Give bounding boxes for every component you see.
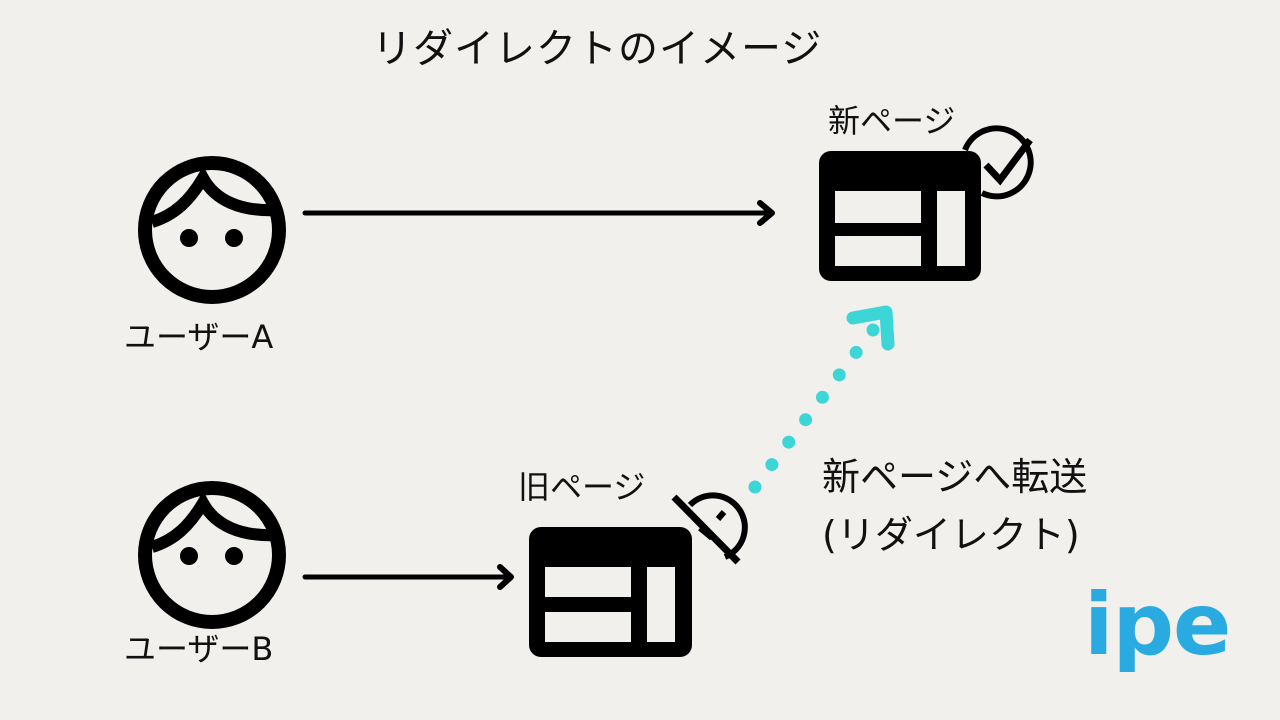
- user-a-label: ユーザーA: [124, 318, 274, 356]
- redirect-dot: [748, 480, 762, 494]
- diagram-title: リダイレクトのイメージ: [372, 26, 823, 72]
- redirect-dot: [815, 390, 829, 404]
- user-a-face-icon: [138, 156, 286, 304]
- redirect-caption-line1: 新ページへ転送: [822, 455, 1088, 499]
- arrow-user-b-to-old-page: [302, 564, 514, 590]
- old-page-label: 旧ページ: [518, 468, 646, 506]
- user-b-face-icon: [138, 481, 286, 629]
- arrow-user-a-to-new-page: [302, 200, 775, 226]
- redirect-arrowhead: [846, 305, 895, 351]
- redirect-dot: [765, 458, 779, 472]
- redirect-dot: [849, 345, 863, 359]
- redirect-dot: [799, 413, 813, 427]
- redirect-caption-line2: (リダイレクト): [822, 513, 1080, 557]
- old-page-webpage-icon: [529, 527, 692, 657]
- new-page-label: 新ページ: [828, 102, 956, 140]
- ipe-logo: ipe: [1084, 575, 1231, 675]
- redirect-dotted-arrow: [748, 323, 880, 494]
- redirect-dot: [782, 435, 796, 449]
- redirect-caption: 新ページへ転送 (リダイレクト): [822, 448, 1087, 564]
- redirect-dot: [866, 323, 880, 337]
- redirect-dot: [832, 368, 846, 382]
- new-page-webpage-icon: [819, 151, 981, 281]
- user-b-label: ユーザーB: [124, 630, 274, 668]
- check-circle-icon: [962, 125, 1034, 200]
- disconnected-icon: [671, 492, 748, 565]
